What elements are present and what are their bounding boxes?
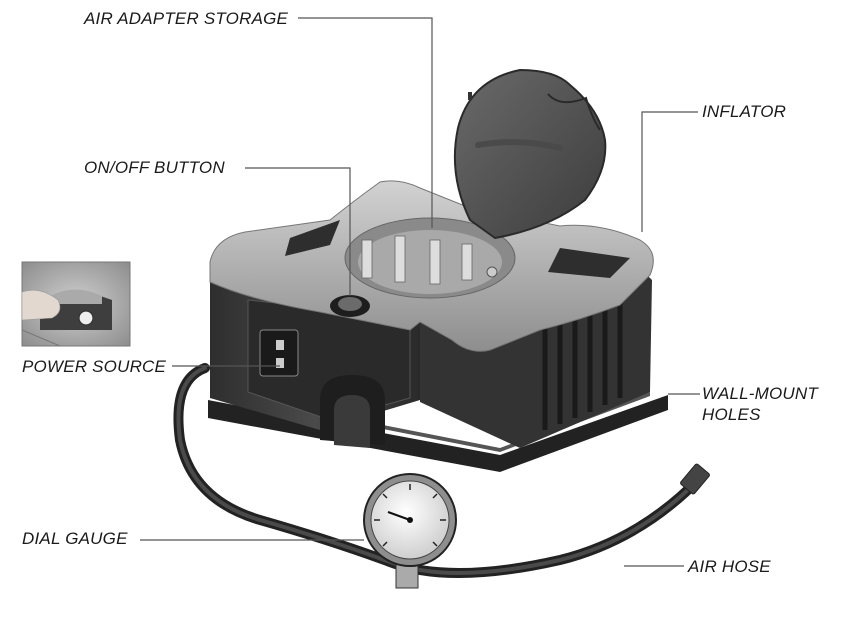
label-wall-mount-line2: HOLES <box>702 405 761 424</box>
side-vents <box>542 290 623 430</box>
adapter-storage-well <box>344 217 516 299</box>
label-wall-mount-holes: WALL-MOUNT HOLES <box>702 383 818 425</box>
label-on-off-button: ON/OFF BUTTON <box>84 158 225 177</box>
power-socket <box>259 329 299 377</box>
label-wall-mount-line1: WALL-MOUNT <box>702 384 818 403</box>
label-air-hose: AIR HOSE <box>688 557 771 576</box>
leader-on-off-button <box>245 167 351 296</box>
leader-inflator <box>641 111 698 232</box>
inset-photo <box>21 261 131 347</box>
label-inflator: INFLATOR <box>702 102 787 121</box>
dial-gauge-icon <box>363 473 457 589</box>
inflator-base <box>208 392 668 472</box>
air-hose-icon <box>173 363 710 578</box>
label-power-source: POWER SOURCE <box>22 357 167 376</box>
leader-lines <box>140 17 700 567</box>
adapter-storage-lid <box>453 68 607 240</box>
leader-air-adapter-storage <box>298 17 433 228</box>
label-dial-gauge: DIAL GAUGE <box>22 529 128 548</box>
on-off-button <box>330 295 370 317</box>
inflator-illustration <box>209 68 654 448</box>
label-air-adapter-storage: AIR ADAPTER STORAGE <box>84 9 289 28</box>
